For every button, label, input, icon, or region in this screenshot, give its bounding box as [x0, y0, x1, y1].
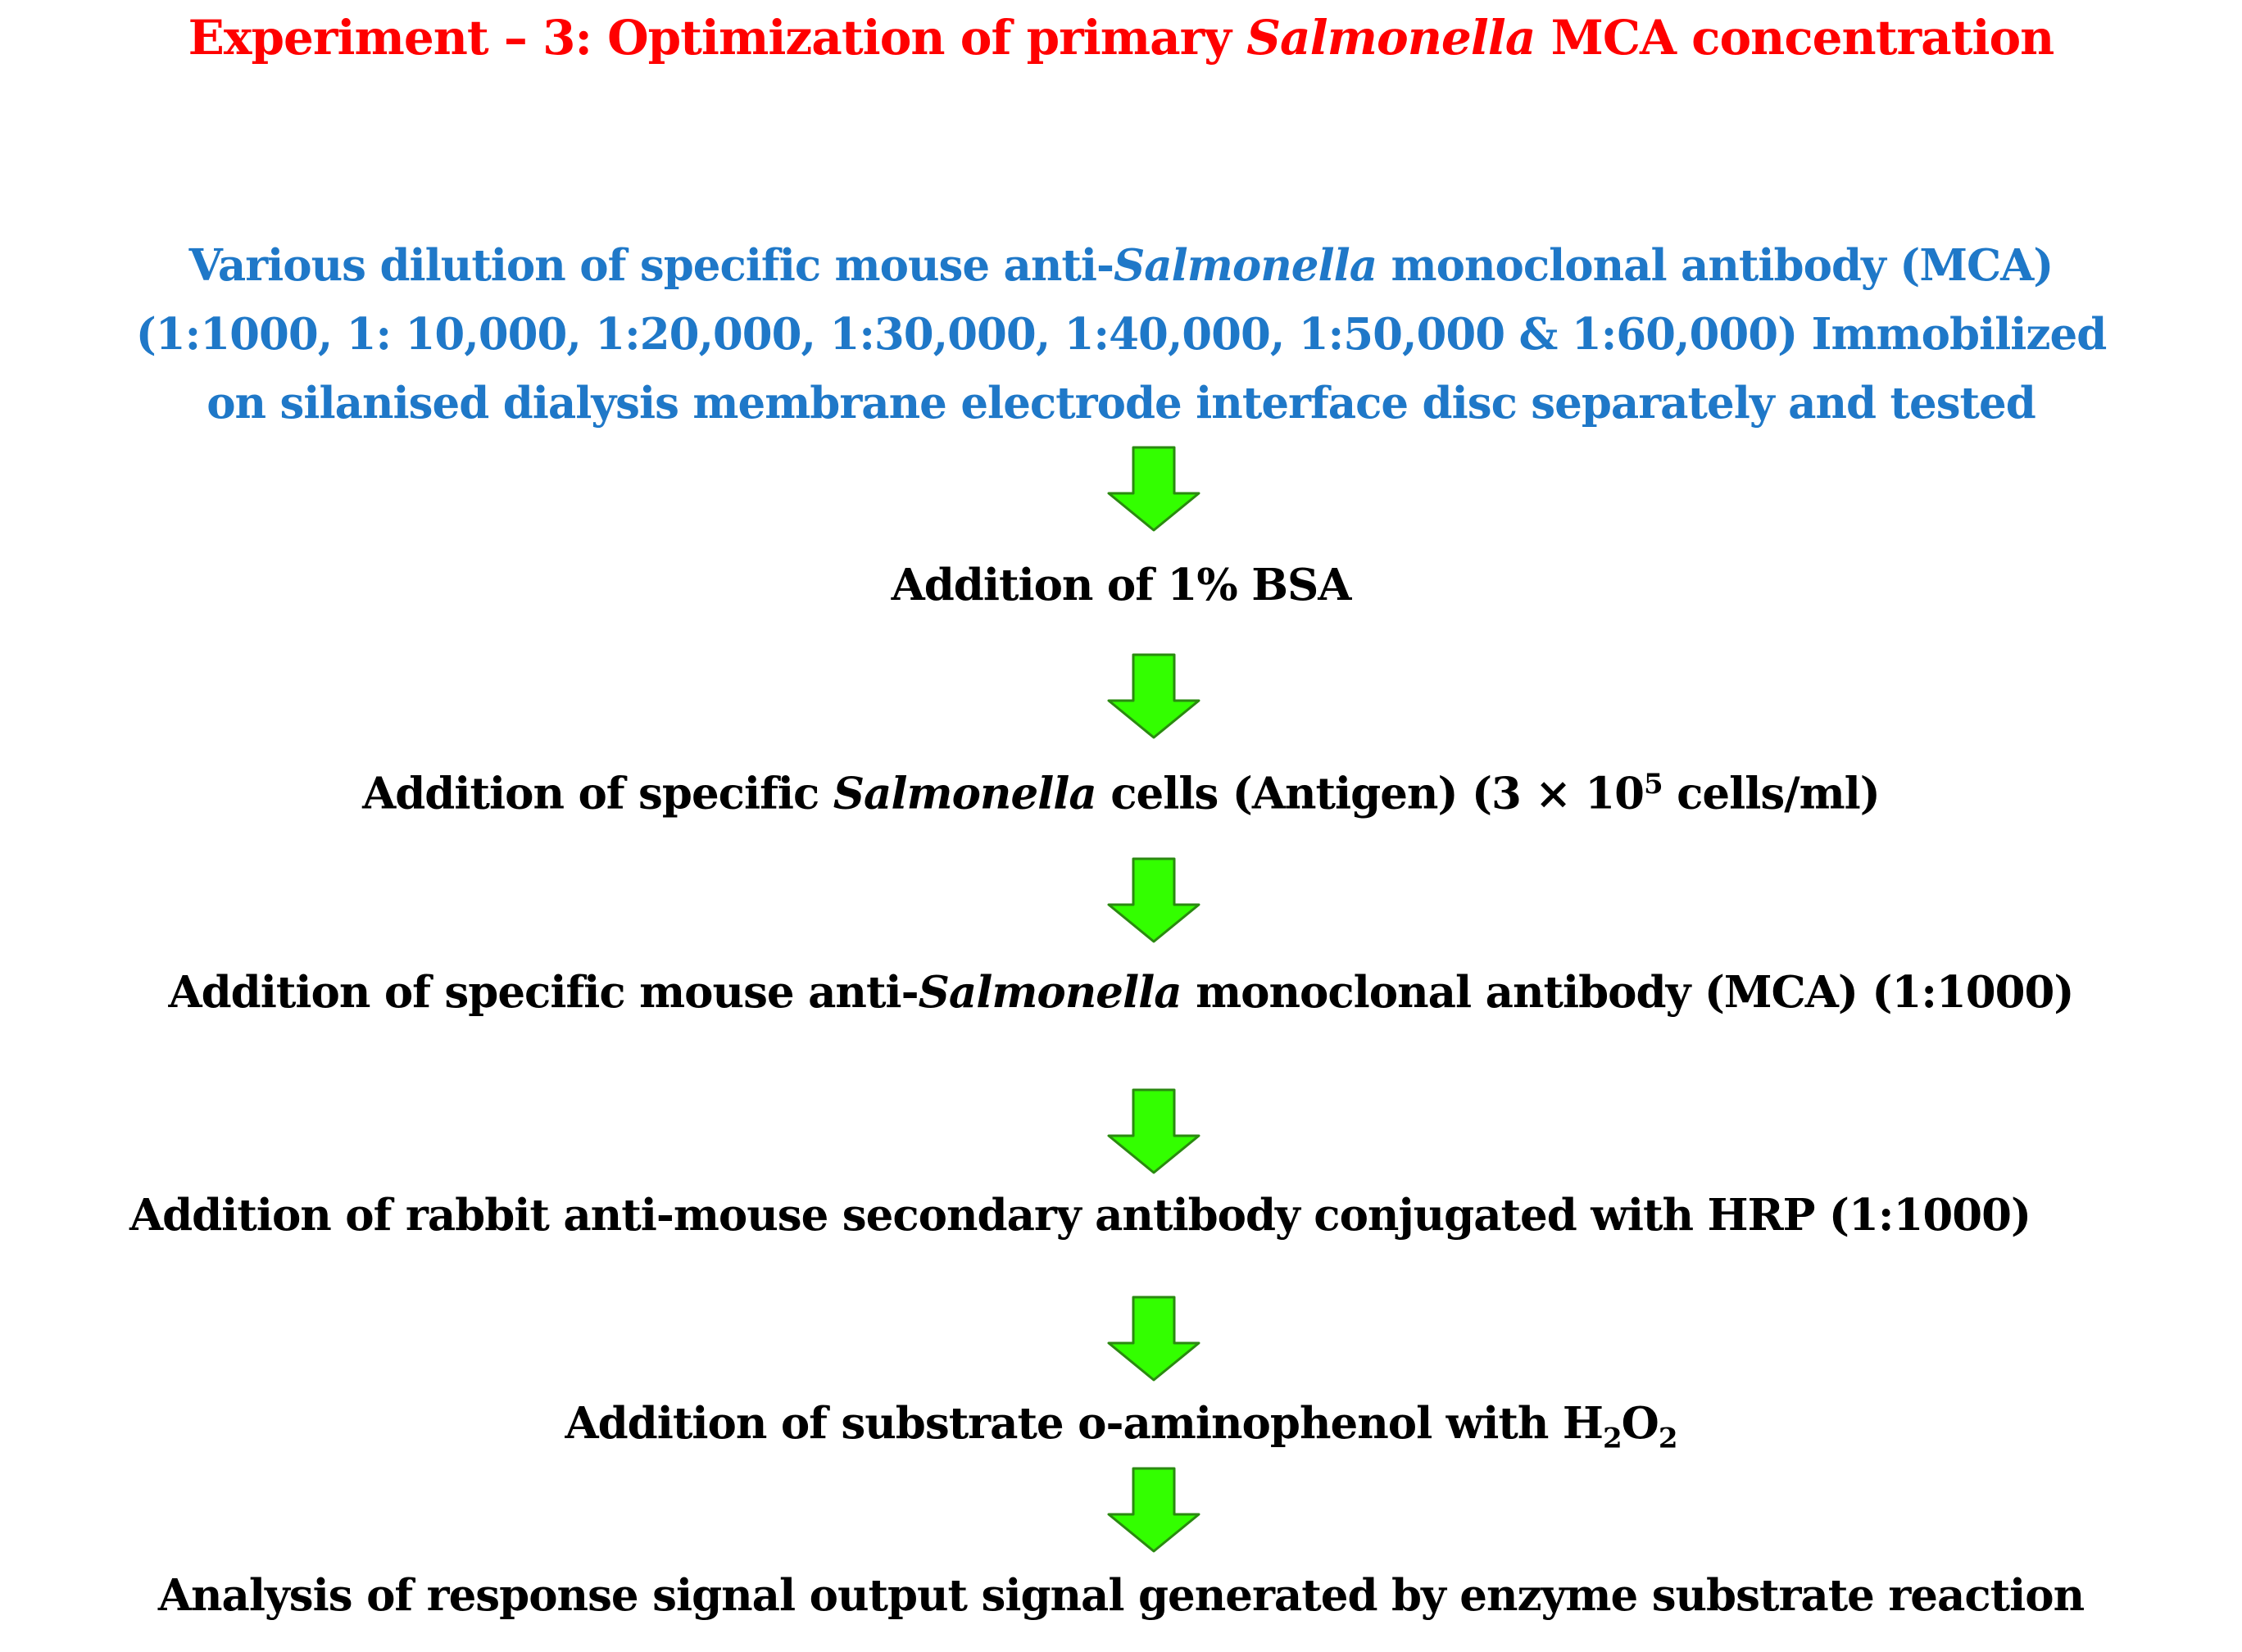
lead-line-1-italic: Salmonella	[1114, 240, 1377, 291]
lead-line-2: (1:1000, 1: 10,000, 1:20,000, 1:30,000, …	[135, 309, 2108, 360]
step-substrate-oxygen: O	[1621, 1398, 1659, 1449]
down-arrow-icon	[1105, 1467, 1202, 1554]
step-secondary-antibody: Addition of rabbit anti-mouse secondary …	[129, 1190, 2031, 1241]
title-prefix: Experiment – 3: Optimization of primary	[188, 10, 1247, 66]
down-arrow-icon	[1105, 1296, 1202, 1382]
lead-line-1: Various dilution of specific mouse anti-…	[0, 231, 2242, 300]
step-antigen: Addition of specific Salmonella cells (A…	[0, 768, 2242, 819]
down-arrow-icon	[1105, 446, 1202, 533]
title-italic: Salmonella	[1246, 10, 1536, 66]
step-antigen-italic: Salmonella	[833, 768, 1097, 819]
down-arrow-icon	[1105, 857, 1202, 944]
step-antigen-prefix: Addition of specific	[362, 768, 833, 819]
down-arrow-icon	[1105, 1088, 1202, 1175]
step-bsa: Addition of 1% BSA	[891, 560, 1352, 610]
step-analysis: Analysis of response signal output signa…	[157, 1570, 2085, 1621]
lead-line-1-suffix: monoclonal antibody (MCA)	[1377, 240, 2054, 291]
down-arrow-icon	[1105, 653, 1202, 740]
step-substrate-prefix: Addition of substrate o-aminophenol with…	[565, 1398, 1604, 1449]
diagram-title: Experiment – 3: Optimization of primary …	[0, 10, 2242, 66]
title-suffix: MCA concentration	[1535, 10, 2055, 66]
step-mca-suffix: monoclonal antibody (MCA) (1:1000)	[1181, 967, 2074, 1018]
step-mca: Addition of specific mouse anti-Salmonel…	[0, 967, 2242, 1018]
step-antigen-exponent: 5	[1644, 768, 1663, 801]
step-substrate-sub-1: 2	[1602, 1422, 1622, 1455]
step-substrate-sub-2: 2	[1658, 1422, 1678, 1455]
lead-line-3: on silanised dialysis membrane electrode…	[206, 378, 2036, 429]
lead-line-1-prefix: Various dilution of specific mouse anti-	[188, 240, 1114, 291]
step-mca-prefix: Addition of specific mouse anti-	[168, 967, 919, 1018]
step-mca-italic: Salmonella	[918, 967, 1182, 1018]
step-antigen-suffix: cells/ml)	[1662, 768, 1881, 819]
step-antigen-mid: cells (Antigen) (3 × 10	[1096, 768, 1645, 819]
step-substrate: Addition of substrate o-aminophenol with…	[0, 1398, 2242, 1455]
